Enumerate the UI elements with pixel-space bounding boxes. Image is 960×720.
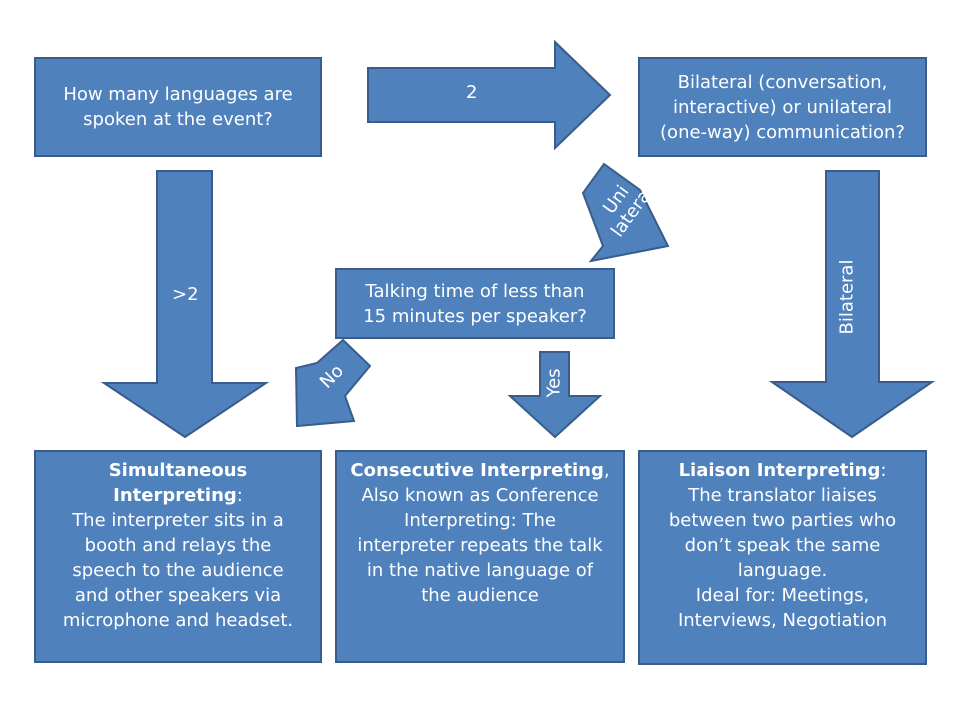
arrow-no [294,338,372,428]
simultaneous-line-4: and other speakers via [74,585,282,606]
liaison-line-6: Interviews, Negotiation [677,610,888,631]
simultaneous-line-1: The interpreter sits in a [72,510,284,531]
arrow-yes [507,351,603,439]
consecutive-interpreting-box: Consecutive Interpreting, Also known as … [335,450,625,663]
arrow-two-label: 2 [466,82,478,103]
liaison-heading-suffix: : [880,460,887,481]
question-talking-time-line-2: 15 minutes per speaker? [363,305,587,327]
question-talking-time-box: Talking time of less than 15 minutes per… [335,268,615,339]
consecutive-line-1: Also known as Conference [361,485,599,506]
arrow-more-than-two-label: >2 [172,284,199,305]
simultaneous-heading: Simultaneous Interpreting [108,460,248,506]
simultaneous-line-5: microphone and headset. [62,610,294,631]
question-languages-box: How many languages are spoken at the eve… [34,57,322,157]
arrow-bilateral [768,170,936,439]
arrow-yes-label: Yes [543,368,565,398]
simultaneous-interpreting-box: Simultaneous Interpreting: The interpret… [34,450,322,663]
liaison-interpreting-box: Liaison Interpreting: The translator lia… [638,450,927,665]
simultaneous-heading-line: Simultaneous Interpreting: [42,458,314,508]
simultaneous-line-2: booth and relays the [84,535,272,556]
arrow-more-than-two [100,170,270,439]
arrow-unilateral [581,162,670,263]
liaison-line-2: between two parties who [668,510,897,531]
question-languages-line-1: How many languages are [63,84,293,105]
question-communication-line-2: interactive) or unilateral [673,96,892,118]
consecutive-heading-suffix: , [603,460,610,481]
liaison-heading-line: Liaison Interpreting: [679,458,887,483]
question-talking-time-line-1: Talking time of less than [365,280,585,302]
liaison-line-5: Ideal for: Meetings, [695,585,870,606]
arrow-bilateral-label: Bilateral [836,259,858,335]
consecutive-line-4: in the native language of [366,560,594,581]
consecutive-line-3: interpreter repeats the talk [357,535,603,556]
consecutive-heading: Consecutive Interpreting [350,460,604,481]
liaison-line-1: The translator liaises [688,485,877,506]
simultaneous-line-3: speech to the audience [72,560,284,581]
liaison-line-3: don’t speak the same [684,535,881,556]
liaison-line-4: language. [737,560,828,581]
consecutive-line-5: the audience [421,585,539,606]
consecutive-line-2: Interpreting: The [404,510,556,531]
question-communication-line-1: Bilateral (conversation, [677,71,888,93]
question-communication-line-3: (one-way) communication? [660,121,905,143]
liaison-heading: Liaison Interpreting [678,460,881,481]
question-languages-line-2: spoken at the event? [83,109,273,130]
question-communication-box: Bilateral (conversation, interactive) or… [638,57,927,157]
simultaneous-heading-suffix: : [236,485,243,506]
arrow-two [367,39,612,151]
consecutive-heading-line: Consecutive Interpreting, [350,458,609,483]
